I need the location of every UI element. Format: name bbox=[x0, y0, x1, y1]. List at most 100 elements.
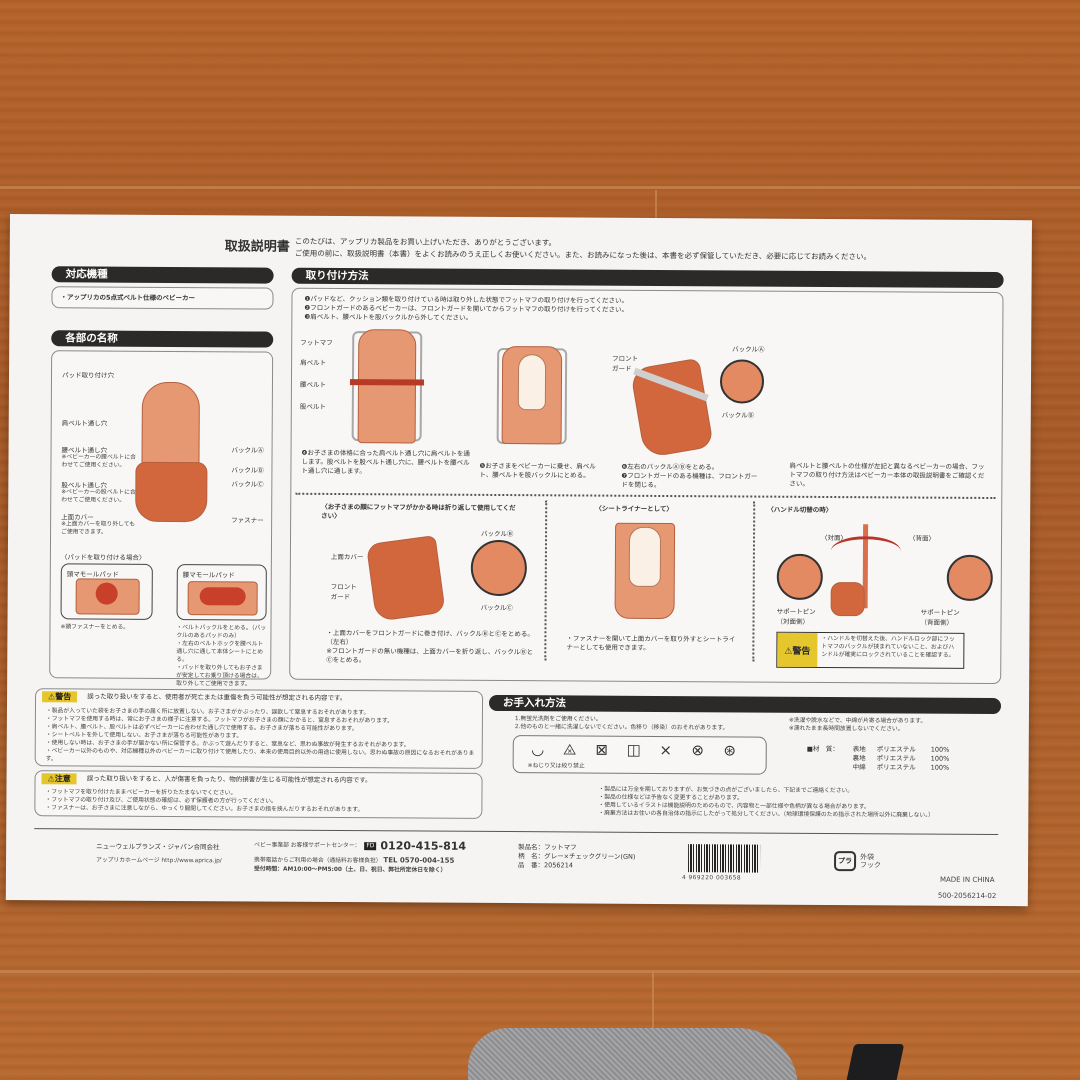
floor-seam bbox=[652, 972, 654, 1080]
baby-illustration bbox=[628, 526, 662, 587]
fold-label-front-guard: フロントガード bbox=[330, 582, 357, 602]
material-part: 表地 bbox=[852, 745, 866, 754]
material-part: 裏地 bbox=[852, 754, 866, 763]
baby-illustration bbox=[517, 354, 547, 411]
label-buckle-c: バックルⒸ bbox=[231, 480, 264, 489]
label-buckle-b: バックルⒷ bbox=[231, 466, 264, 475]
homepage: アップリカホームページ http://www.aprica.jp/ bbox=[96, 857, 222, 865]
note-top-cover: ※上面カバーを取り外してもご使用できます。 bbox=[61, 521, 136, 536]
handle-label-front: 〈対面〉 bbox=[821, 533, 848, 543]
product-number: 品 番：2056214 bbox=[518, 861, 574, 870]
barcode bbox=[687, 844, 761, 873]
installation-note: 肩ベルトと腰ベルトの仕様が左記と異なるベビーカーの場合、フットマフの取り付け方法… bbox=[789, 461, 985, 488]
compatible-models-heading: 対応機種 bbox=[51, 266, 274, 284]
step-7: ❼フロントガードのある機種は、フロントガードを閉じる。 bbox=[621, 471, 758, 489]
fold-label-top-cover: 上面カバー bbox=[330, 552, 364, 562]
label-pad-hole: パッド取り付け穴 bbox=[61, 371, 115, 380]
care-icons-box: ◡ ⨻ ⊠ ◫ ⨯ ⊗ ⊛ ※ねじり又は絞り禁止 bbox=[512, 735, 767, 775]
material-part: 中綿 bbox=[852, 763, 866, 772]
buckle-zoom-circle bbox=[719, 359, 765, 404]
step-5: ❺お子さまをベビーカーに乗せ、肩ベルト、腰ベルトを股バックルにとめる。 bbox=[479, 461, 596, 480]
intro-text: このたびは、アップリカ製品をお買い上げいただき、ありがとうございます。 ご使用の… bbox=[295, 236, 871, 264]
no-tumble-dry-icon: ⊠ bbox=[595, 740, 609, 759]
freedial-icon: FD bbox=[364, 842, 377, 851]
fig3-label-front-guard: フロントガード bbox=[612, 354, 639, 373]
material-row: 中綿 ポリエステル 100% bbox=[807, 763, 950, 773]
head-pad-shape bbox=[95, 582, 118, 605]
made-in: MADE IN CHINA bbox=[939, 875, 995, 885]
material-label: ■材 質： bbox=[806, 744, 839, 754]
warning-tag: ⚠警告 bbox=[42, 691, 78, 703]
step-4: ❹お子さまの体格に合った肩ベルト通し穴に肩ベルトを通します。股ベルトを股ベルト通… bbox=[301, 448, 470, 476]
handle-footmuff-illustration bbox=[830, 582, 865, 617]
waist-pad-shape bbox=[199, 587, 246, 606]
pad-heading: 〈パッドを取り付ける場合〉 bbox=[60, 553, 146, 562]
recycle-text: 外袋 フック bbox=[860, 853, 882, 870]
label-shoulder-belt-hole: 肩ベルト通し穴 bbox=[61, 419, 108, 428]
material-fiber: ポリエステル bbox=[876, 745, 916, 754]
fig1-label-footmuff: フットマフ bbox=[300, 338, 333, 347]
belt-illustration bbox=[349, 379, 424, 386]
care-notes-right: ※洗濯や脱水などで、中綿が片寄る場合があります。 ※濡れたまま長時間放置しないで… bbox=[789, 717, 926, 734]
footmuff-lower-illustration bbox=[135, 461, 208, 523]
support-label: ベビー事業部 お客様サポートセンター： FD 0120-415-814 bbox=[254, 839, 467, 853]
label-buckle-a: バックルⒶ bbox=[231, 446, 264, 455]
compatible-models-box: ・アップリカの5点式ベルト仕様のベビーカー bbox=[51, 286, 274, 310]
floor-seam bbox=[0, 970, 1080, 973]
general-note: ・廃棄方法はお住いの各自治体の指示にしたがって処分してください。（地球環境保護の… bbox=[598, 810, 934, 819]
fold-buckle-zoom-circle bbox=[470, 539, 528, 597]
material-pct: 100% bbox=[930, 754, 950, 763]
head-pad-box: 頭マモールパッド bbox=[60, 563, 153, 620]
general-notes: ・製品には万全を期しておりますが、お気づきの点がございましたら、下記までご連絡く… bbox=[598, 786, 998, 820]
separator bbox=[752, 501, 756, 662]
no-bleach-icon: ⨻ bbox=[562, 740, 577, 759]
waist-pad-box: 腰マモールパッド bbox=[176, 564, 267, 621]
company-name: ニューウェルブランズ・ジャパン合同会社 bbox=[96, 842, 220, 852]
head-pad-note: ※頭ファスナーをとめる。 bbox=[60, 624, 130, 631]
waist-pad-note: ・ベルトバックルをとめる。（バックルのあるパッドのみ） bbox=[176, 625, 267, 640]
instruction-sheet: 取扱説明書 このたびは、アップリカ製品をお買い上げいただき、ありがとうございます… bbox=[5, 214, 1032, 907]
cautions-box: ⚠注意 誤った取り扱いをすると、人が傷害を負ったり、物的損害が生じる可能性が想定… bbox=[34, 770, 483, 819]
handle-warning-tag: ⚠警告 bbox=[777, 632, 818, 667]
floor-seam bbox=[0, 186, 1080, 189]
document-code: 500-2056214-02 bbox=[937, 891, 997, 901]
separator bbox=[295, 492, 996, 500]
barcode-number: 4 969220 003658 bbox=[681, 875, 742, 882]
fig1-label-shoulder: 肩ベルト bbox=[300, 358, 327, 367]
footmuff-illustration-step4 bbox=[357, 329, 417, 444]
handle-label-pin-front: サポートピン（対面側） bbox=[776, 607, 816, 626]
care-icons-row: ◡ ⨻ ⊠ ◫ ⨯ ⊗ ⊛ bbox=[528, 740, 740, 759]
black-object bbox=[845, 1044, 905, 1080]
fold-heading: 〈お子さまの顔にフットマフがかかる時は折り返して使用してください〉 bbox=[321, 502, 516, 521]
product-info: 製品名：フットマフ 柄 名：グレー×チェックグリーン(GN) 品 番：20562… bbox=[518, 843, 636, 871]
document-title: 取扱説明書 bbox=[224, 239, 290, 255]
care-heading: お手入れ方法 bbox=[488, 694, 1002, 715]
warnings-summary: 誤った取り扱いをすると、使用者が死亡または重傷を負う可能性が想定される内容です。 bbox=[87, 692, 347, 703]
no-dry-clean-icon: ⊗ bbox=[691, 741, 705, 760]
handle-warning-text: ・ハンドルを切替えた後、ハンドルロック部にフットマフのバックルが挟まれていないこ… bbox=[821, 635, 955, 659]
material-fiber: ポリエステル bbox=[876, 754, 916, 763]
waist-pad-note: ・パッドを取り外してもお子さまが安定してお乗り頂ける場合は、取り外してご使用でき… bbox=[176, 665, 263, 688]
hand-wash-icon: ◡ bbox=[531, 740, 545, 759]
part-names-box: パッド取り付け穴 肩ベルト通し穴 腰ベルト通し穴 ※ベビーカーの腰ベルトに合わせ… bbox=[49, 350, 274, 687]
cautions-header: ⚠注意 誤った取り扱いをすると、人が傷害を負ったり、物的損害が生じる可能性が想定… bbox=[41, 773, 372, 786]
waist-pad-notes: ・ベルトバックルをとめる。（バックルのあるパッドのみ） ・左右のベルトホックを腰… bbox=[176, 624, 266, 689]
line-dry-shade-icon: ◫ bbox=[626, 740, 641, 759]
tel-number: TEL 0570-004-155 bbox=[383, 856, 455, 865]
gray-sock bbox=[468, 1028, 798, 1080]
installation-heading: 取り付け方法 bbox=[291, 267, 1004, 289]
separator bbox=[544, 500, 548, 661]
fold-text-line: ※フロントガードの無い機種は、上面カバーを折り返し、バックルⒷとⒸをとめる。 bbox=[326, 646, 534, 665]
mobile-contact: 携帯電話からご利用の場合（通話料お客様負担） TEL 0570-004-155 bbox=[254, 856, 454, 866]
fig1-label-waist: 腰ベルト bbox=[299, 380, 326, 389]
note-waist-belt: ※ベビーカーの腰ベルトに合わせてご使用ください。 bbox=[61, 454, 136, 469]
support-center-label: ベビー事業部 お客様サポートセンター： bbox=[254, 842, 361, 850]
pre-steps: ❶パッドなど、クッション類を取り付けている時は取り外した状態でフットマフの取り付… bbox=[304, 295, 628, 324]
cautions-list: ・フットマフを取り付けたままベビーカーを折りたたまないでください。 ・フットマフ… bbox=[45, 788, 475, 815]
cautions-summary: 誤った取り扱いをすると、人が傷害を負ったり、物的損害が生じる可能性が想定される内… bbox=[86, 774, 372, 785]
floor-seam bbox=[655, 190, 657, 220]
warnings-box: ⚠警告 誤った取り扱いをすると、使用者が死亡または重傷を負う可能性が想定される内… bbox=[34, 688, 484, 769]
freedial-number: 0120-415-814 bbox=[380, 839, 467, 853]
warning-item: ・ベビーカー以外のものや、対応機種以外のベビーカーに取り付けて使用したり、本来の… bbox=[45, 748, 475, 763]
fold-label-buckle-c: バックルⒸ bbox=[480, 603, 513, 613]
